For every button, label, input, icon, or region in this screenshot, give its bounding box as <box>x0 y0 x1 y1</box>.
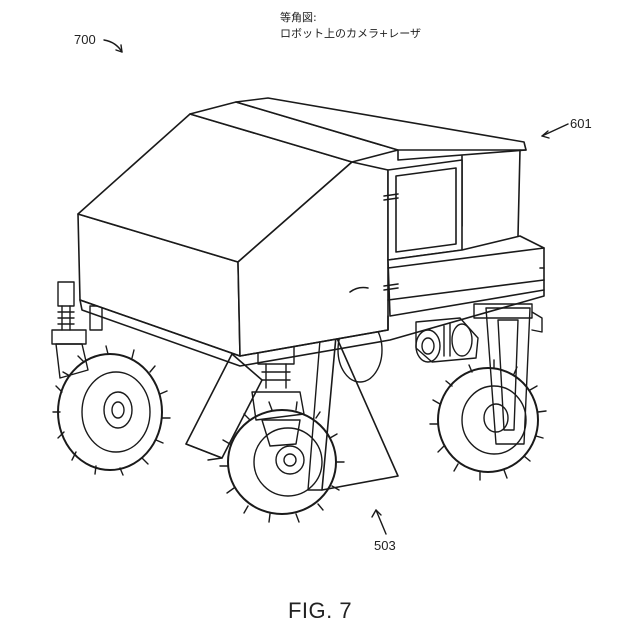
front-left-wheel <box>53 346 170 475</box>
ref-label-601: 601 <box>570 116 592 131</box>
robot-body <box>78 98 544 366</box>
leader-arrow-503 <box>372 510 386 534</box>
mount-shield-503 <box>186 336 398 490</box>
caption-line-1: 等角図: <box>280 10 421 26</box>
figure-label: FIG. 7 <box>0 598 640 624</box>
ref-label-700: 700 <box>74 32 96 47</box>
leader-arrow-601 <box>542 124 568 138</box>
rear-right-wheel <box>430 360 546 480</box>
ref-label-503: 503 <box>374 538 396 553</box>
caption-line-2: ロボット上のカメラ+レーザ <box>280 26 421 42</box>
figure-caption: 等角図: ロボット上のカメラ+レーザ <box>280 10 421 42</box>
drive-motor <box>416 318 478 362</box>
leader-arrow-700 <box>104 40 122 52</box>
